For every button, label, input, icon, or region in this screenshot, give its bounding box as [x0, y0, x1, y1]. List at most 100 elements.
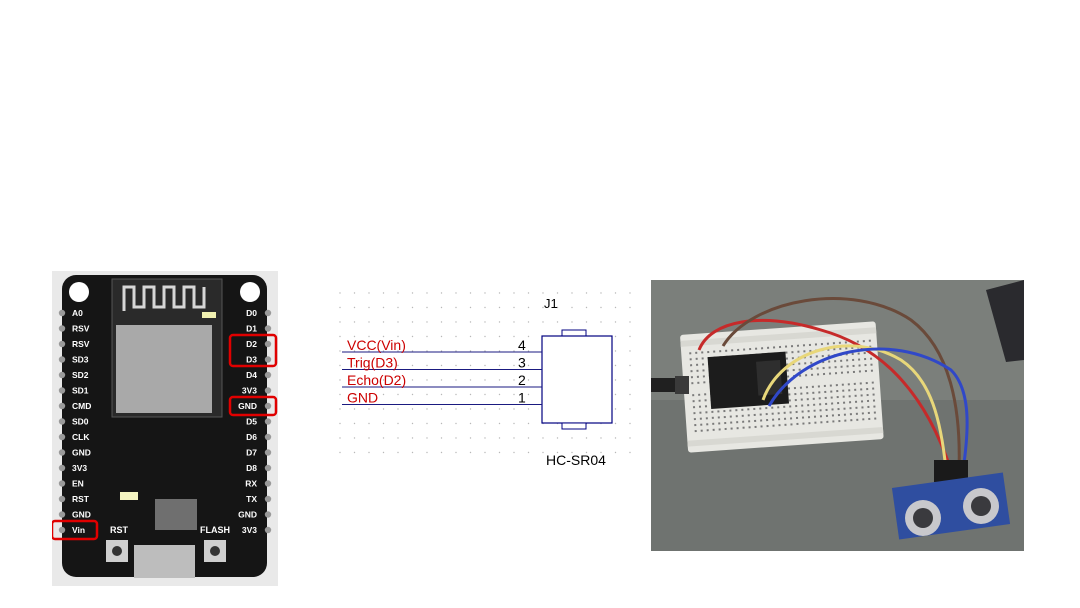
schematic-pin-number: 2	[518, 372, 526, 388]
grid-dot	[484, 292, 486, 294]
breadboard-hole	[760, 425, 763, 428]
breadboard-hole	[851, 352, 854, 356]
grid-dot	[353, 422, 356, 425]
board-pin-left: SD2	[72, 370, 89, 380]
breadboard-hole	[771, 406, 774, 409]
breadboard-hole	[704, 393, 707, 396]
breadboard-hole	[860, 388, 863, 391]
breadboard-hole	[788, 393, 791, 396]
breadboard-hole	[707, 350, 710, 354]
grid-dot	[426, 321, 428, 323]
breadboard-hole	[731, 349, 734, 352]
grid-dot	[571, 306, 573, 309]
grid-dot	[440, 335, 443, 338]
breadboard-hole	[825, 408, 828, 411]
grid-dot	[629, 321, 631, 323]
breadboard-hole	[689, 352, 692, 355]
breadboard-hole	[704, 399, 707, 402]
grid-dot	[455, 393, 457, 396]
breadboard-hole	[730, 427, 733, 430]
grid-dot	[368, 422, 370, 425]
breadboard-hole	[860, 394, 863, 397]
breadboard-hole	[854, 400, 858, 403]
breadboard-hole	[702, 363, 705, 366]
breadboard-hole	[713, 350, 716, 353]
breadboard-hole	[699, 411, 702, 414]
grid-dot	[498, 306, 501, 309]
breadboard-hole	[692, 400, 695, 403]
grid-dot	[484, 306, 486, 309]
breadboard-hole	[736, 421, 739, 424]
breadboard-hole	[748, 426, 751, 429]
breadboard-hole	[695, 351, 698, 354]
grid-dot	[455, 437, 457, 439]
breadboard-hole	[696, 375, 699, 378]
board-pin-hole	[264, 464, 272, 472]
breadboard-hole	[850, 419, 853, 422]
grid-dot	[368, 321, 370, 323]
grid-dot	[426, 350, 428, 352]
grid-dot	[411, 350, 414, 352]
breadboard-hole	[834, 372, 838, 375]
grid-dot	[614, 408, 617, 410]
breadboard-hole	[830, 396, 833, 399]
grid-dot	[484, 335, 486, 338]
grid-dot	[614, 437, 617, 439]
grid-dot	[513, 451, 515, 454]
grid-dot	[542, 451, 544, 454]
breadboard-hole	[820, 343, 824, 346]
grid-dot	[484, 350, 486, 352]
nodemcu-module	[756, 360, 783, 396]
breadboard-hole	[760, 419, 763, 422]
mounting-hole	[69, 282, 89, 302]
grid-dot	[571, 292, 573, 294]
grid-dot	[411, 422, 414, 425]
grid-dot	[527, 350, 530, 352]
grid-dot	[629, 408, 631, 410]
grid-dot	[513, 306, 515, 309]
pin-highlight-box	[228, 333, 278, 368]
breadboard-hole	[705, 417, 708, 420]
breadboard-hole	[846, 365, 849, 368]
board-pin-hole	[58, 309, 66, 317]
grid-dot	[440, 364, 443, 367]
hc-sr04-sensor	[891, 460, 1011, 540]
breadboard-hole	[784, 423, 787, 426]
breadboard-hole	[795, 416, 799, 420]
grid-dot	[484, 408, 486, 410]
breadboard-hole	[832, 342, 835, 345]
grid-dot	[513, 350, 515, 352]
breadboard-hole	[867, 405, 870, 409]
breadboard-hole	[855, 406, 858, 409]
breadboard-hole	[802, 344, 806, 347]
board-pin-right: D5	[246, 417, 257, 427]
grid-dot	[353, 393, 356, 396]
pin-highlight-box	[228, 395, 278, 417]
breadboard-hole	[816, 367, 819, 370]
schematic-pin-number: 3	[518, 355, 526, 371]
breadboard-hole	[815, 355, 818, 358]
grid-dot	[353, 437, 356, 439]
usb-plug	[675, 376, 689, 394]
breadboard-hole	[735, 409, 738, 412]
grid-dot	[339, 364, 341, 367]
grid-dot	[527, 292, 530, 294]
jumper-wires	[697, 297, 969, 471]
grid-dot	[440, 350, 443, 352]
grid-dot	[614, 350, 617, 352]
breadboard-hole	[791, 351, 794, 354]
grid-dot	[440, 408, 443, 410]
grid-dot	[498, 451, 501, 454]
breadboard-hole	[719, 350, 722, 353]
grid-dot	[571, 451, 573, 454]
breadboard-hole	[706, 429, 709, 432]
board-pin-hole	[264, 433, 272, 441]
board-pin-group: A0RSVRSVSD3SD2SD1CMDSD0CLKGND3V3ENRSTGND…	[58, 308, 272, 535]
breadboard-hole	[843, 401, 846, 404]
grid-dot	[455, 364, 457, 367]
grid-dot	[498, 364, 501, 367]
grid-dot	[411, 321, 414, 323]
breadboard-hole	[805, 374, 808, 377]
breadboard-hole	[872, 399, 876, 402]
grid-dot	[600, 437, 602, 439]
